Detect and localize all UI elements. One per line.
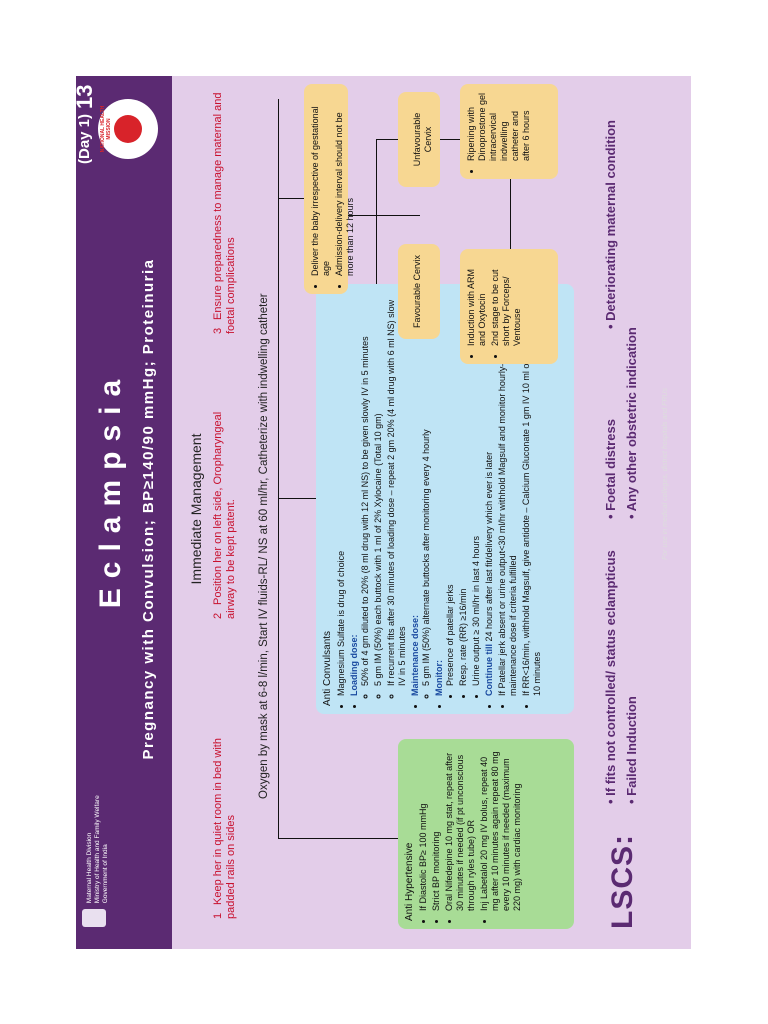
favourable-cervix-label: Favourable Cervix — [412, 254, 422, 329]
lscs-title: LSCS: — [606, 834, 639, 929]
list-item: Inj Labetalol 20 mg IV bolus, repeat 40 … — [479, 747, 523, 911]
org-line-1: Maternal Health Division — [86, 832, 93, 904]
connector — [278, 838, 398, 839]
page-subtitle: Pregnancy with Convulsion; BP≥140/90 mmH… — [140, 258, 157, 760]
list-item: If Diastolic BP≥ 100 mmHg — [418, 747, 429, 911]
loading-dose: Loading dose: 50% of 4 gm diluted to 20%… — [349, 292, 408, 696]
list-item: If recurrent fits after 30 minutes of lo… — [386, 292, 408, 686]
step-1-num: 1 — [212, 912, 224, 919]
lscs-item-text: Foetal distress — [603, 419, 618, 511]
eclampsia-poster: Maternal Health Division Ministry of Hea… — [72, 76, 691, 949]
list-item: 5 gm IM (50%) alternate buttocks after m… — [421, 292, 432, 686]
list-item: 2nd stage to be cut short by Forceps/ Ve… — [490, 257, 523, 346]
unfavourable-cervix-label: Unfavourable Cervix — [412, 112, 433, 167]
favourable-cervix-box: Favourable Cervix — [398, 244, 440, 339]
connector — [376, 140, 377, 292]
monitor-label: Monitor: — [434, 660, 444, 696]
anti-hypertensive-heading: Anti Hypertensive — [404, 842, 415, 921]
org-line-2: Ministry of Health and Family Welfare — [94, 795, 101, 904]
maintenance-dose: Maintenance dose: 5 gm IM (50%) alternat… — [410, 292, 432, 696]
loading-dose-label: Loading dose: — [349, 634, 359, 697]
continue-text: 24 hours after last fit/delivery which e… — [484, 451, 494, 642]
anti-convulsants-heading: Anti Convulsants — [322, 630, 333, 706]
org-line-3: Government of India — [102, 844, 109, 904]
connector — [278, 498, 316, 499]
lscs-item-text: Failed Induction — [624, 696, 639, 796]
page-title: Eclampsia — [94, 369, 127, 609]
connector — [278, 99, 279, 839]
list-item: Presence of patellar jerks — [445, 292, 456, 686]
list-item: Strict BP monitoring — [431, 747, 442, 911]
immediate-management-heading: Immediate Management — [188, 433, 204, 585]
connector — [440, 139, 460, 140]
step-1: 1Keep her in quiet room in bed with padd… — [212, 699, 238, 919]
step-3: 3Ensure preparedness to manage maternal … — [212, 84, 238, 334]
step-2: 2Position her on left side, Oropharyngea… — [212, 379, 238, 619]
nhm-logo-icon — [114, 115, 142, 143]
list-item: Induction with ARM and Oxytocin — [466, 257, 488, 346]
ripening-box: Ripening with Dinoprostone gel intracerv… — [460, 84, 558, 179]
day-label: (Day 1) — [76, 113, 93, 164]
list-item: Deliver the baby irrespective of gestati… — [310, 92, 332, 276]
lscs-item: • If fits not controlled/ status eclampt… — [603, 550, 618, 804]
list-item: Admission-delivery interval should not b… — [334, 92, 356, 276]
lscs-item: • Deteriorating maternal condition — [603, 120, 618, 329]
connector — [376, 139, 398, 140]
lscs-item: • Failed Induction — [624, 696, 639, 804]
maintenance-dose-label: Maintenance dose: — [410, 614, 420, 696]
connector — [278, 198, 304, 199]
oxygen-instruction: Oxygen by mask at 6-8 l/min, Start IV fl… — [258, 293, 270, 799]
induction-box: Induction with ARM and Oxytocin 2nd stag… — [460, 249, 558, 364]
footer-note: For use in medical colleges, district ho… — [662, 388, 669, 560]
step-3-num: 3 — [212, 327, 224, 334]
nhm-logo: NATIONAL HEALTH MISSION — [98, 99, 158, 159]
lscs-item-text: If fits not controlled/ status eclamptic… — [603, 550, 618, 796]
lscs-item-text: Any other obstetric indication — [624, 327, 639, 512]
list-item: Oral Nifedepine 10 mg stat, repeat after… — [444, 747, 477, 911]
connector — [510, 179, 511, 249]
list-item: Magnesium Sulfate is drug of choice — [336, 292, 347, 696]
list-item: Ripening with Dinoprostone gel intracerv… — [466, 92, 532, 161]
page-number: 13 — [72, 84, 97, 109]
emblem-icon — [82, 909, 106, 927]
step-1-text: Keep her in quiet room in bed with padde… — [212, 738, 237, 919]
lscs-item-text: Deteriorating maternal condition — [603, 120, 618, 321]
unfavourable-cervix-box: Unfavourable Cervix — [398, 92, 440, 187]
nhm-badge-text: NATIONAL HEALTH MISSION — [100, 105, 112, 153]
list-item: 50% of 4 gm diluted to 20% (8 ml drug wi… — [360, 292, 371, 686]
connector — [348, 215, 420, 216]
lscs-item: • Any other obstetric indication — [624, 327, 639, 519]
anti-hypertensive-box: Anti Hypertensive If Diastolic BP≥ 100 m… — [398, 739, 574, 929]
step-3-text: Ensure preparedness to manage maternal a… — [212, 92, 237, 334]
delivery-box: Deliver the baby irrespective of gestati… — [304, 84, 355, 294]
lscs-item: • Foetal distress — [603, 419, 618, 519]
continue-label: Continue till — [484, 644, 494, 696]
list-item: 5 gm IM (50%) each buttock with 1 ml of … — [373, 292, 384, 686]
step-2-text: Position her on left side, Oropharyngeal… — [212, 411, 237, 619]
step-2-num: 2 — [212, 612, 224, 619]
